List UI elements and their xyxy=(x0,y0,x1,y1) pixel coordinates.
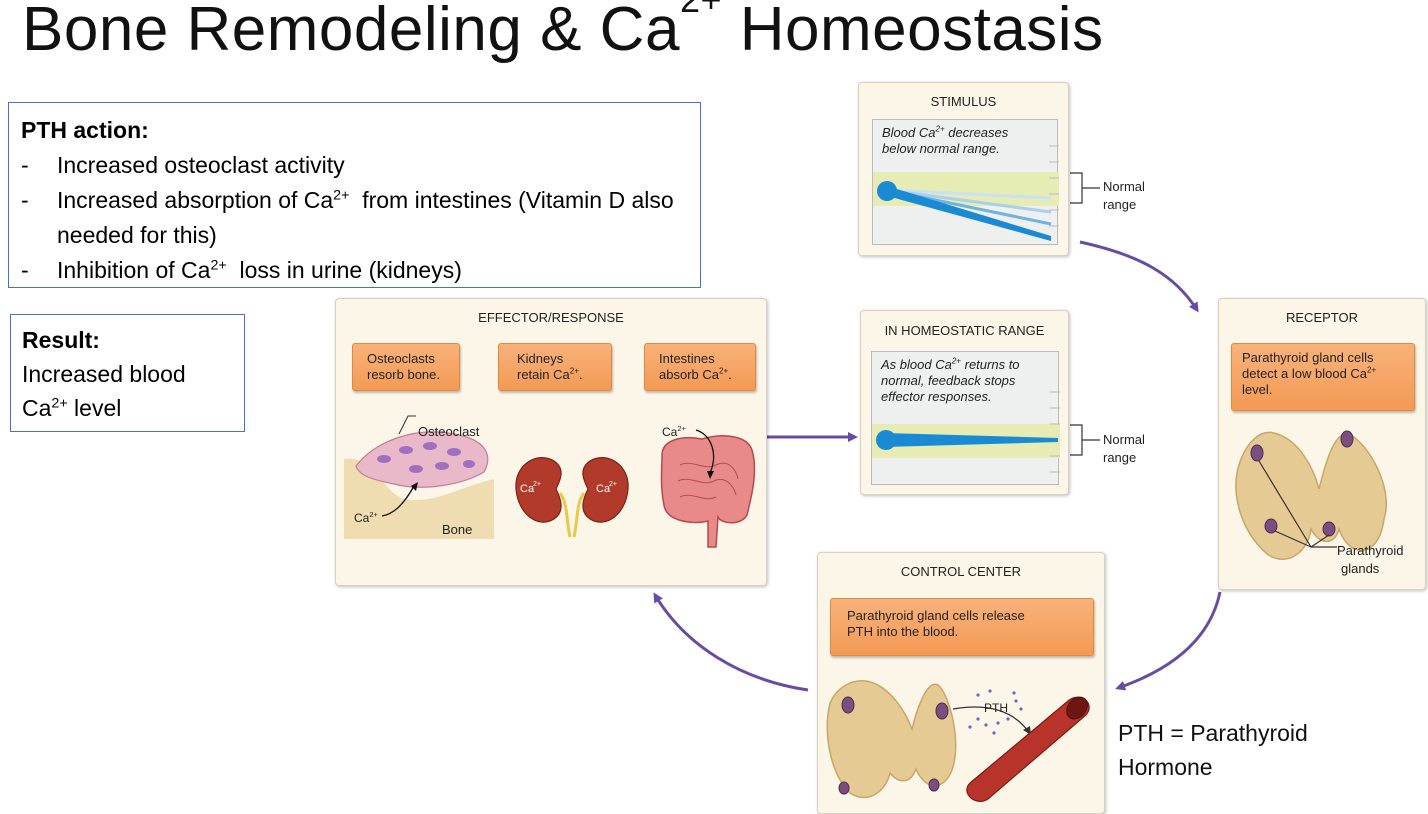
svg-text:Ca: Ca xyxy=(520,483,535,495)
homeostatic-panel: IN HOMEOSTATIC RANGE As blood Ca2+ retur… xyxy=(860,310,1069,495)
control-center-panel: CONTROL CENTER Parathyroid gland cells r… xyxy=(817,552,1105,814)
svg-text:2+: 2+ xyxy=(533,481,541,488)
effector-title: EFFECTOR/RESPONSE xyxy=(478,310,624,325)
result-box: Result: Increased blood Ca2+ level xyxy=(10,314,245,432)
stimulus-graph-plot xyxy=(873,145,1059,241)
stimulus-title: STIMULUS xyxy=(930,94,997,109)
ca-label: Ca2+ xyxy=(354,510,378,525)
result-line: Ca2+ level xyxy=(22,395,122,421)
homeostatic-title: IN HOMEOSTATIC RANGE xyxy=(884,323,1045,338)
normal-range-bracket xyxy=(1070,424,1100,456)
intestines-illustration xyxy=(660,429,756,548)
pth-release-illustration xyxy=(826,680,1090,802)
ca-label: Ca2+ xyxy=(662,424,686,439)
result-line: Increased blood xyxy=(22,361,186,387)
list-item: -Increased osteoclast activity xyxy=(21,152,345,178)
normal-range-bracket xyxy=(1070,172,1100,204)
bone-label: Bone xyxy=(442,522,473,537)
control-center-title: CONTROL CENTER xyxy=(900,564,1022,579)
receptor-title: RECEPTOR xyxy=(1286,310,1358,325)
arrow-receptor-to-control xyxy=(1115,591,1222,691)
kidneys-illustration: Ca2+ Ca2+ xyxy=(515,457,629,538)
pth-definition: PTH = Parathyroid Hormone xyxy=(1118,720,1308,780)
pth-action-box: PTH action: -Increased osteoclast activi… xyxy=(8,102,701,288)
result-heading: Result: xyxy=(22,327,100,353)
arrow-control-to-effector xyxy=(653,592,809,692)
osteoclast-label: Osteoclast xyxy=(418,424,480,439)
osteoclast-illustration xyxy=(344,415,494,539)
list-item: -Increased absorption of Ca2+ from intes… xyxy=(21,187,681,248)
svg-text:Ca: Ca xyxy=(596,483,611,495)
parathyroid-illustration xyxy=(1235,430,1387,560)
list-item: -Inhibition of Ca2+ loss in urine (kidne… xyxy=(21,257,462,283)
svg-text:2+: 2+ xyxy=(609,481,617,488)
page-title: Bone Remodeling & Ca2+ Homeostasis xyxy=(22,0,1104,64)
homeostatic-graph-plot xyxy=(872,391,1060,473)
pth-action-heading: PTH action: xyxy=(21,117,149,143)
arrow-stimulus-to-receptor xyxy=(1079,240,1199,313)
pth-label: PTH xyxy=(984,701,1008,715)
